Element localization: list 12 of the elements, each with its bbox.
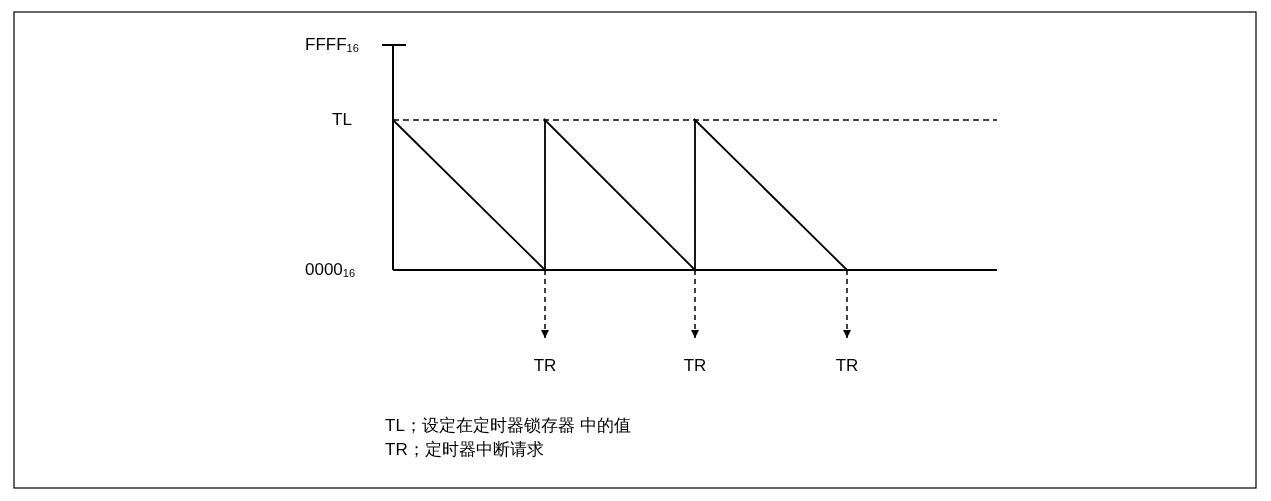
- axis-min-label: 0000$_{16}$: [305, 260, 356, 281]
- interrupt-label: TR: [683, 356, 707, 376]
- interrupt-arrow: [843, 269, 851, 339]
- note-text: TR；定时器中断请求: [385, 440, 544, 460]
- sawtooth-waveform: [392, 117, 848, 273]
- interrupt-arrow: [691, 269, 699, 339]
- note-text: TL；设定在定时器锁存器 中的值: [385, 416, 631, 436]
- reload-value-label: TL: [332, 110, 352, 130]
- interrupt-arrow: [541, 269, 549, 339]
- interrupt-label: TR: [835, 356, 859, 376]
- interrupt-label: TR: [533, 356, 557, 376]
- axis-max-label: FFFF$_{16}$: [305, 35, 359, 56]
